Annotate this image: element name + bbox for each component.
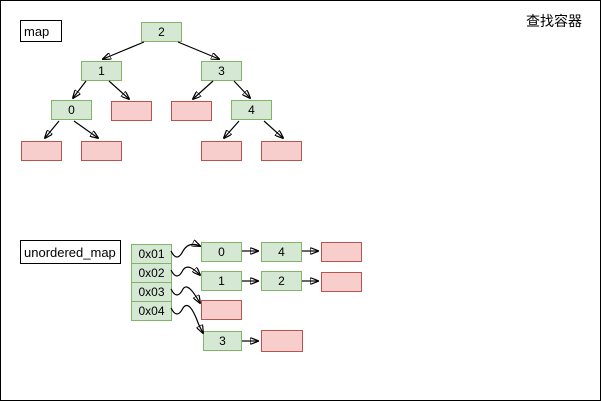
edge-4-null xyxy=(263,120,283,138)
bucket-0x02: 0x02 xyxy=(131,263,172,283)
chain-null-node xyxy=(321,242,362,262)
bucket-0x01: 0x01 xyxy=(131,244,172,264)
map-null-node xyxy=(201,141,242,161)
map-null-node xyxy=(261,141,302,161)
edge-3-4 xyxy=(233,80,250,98)
map-node-root: 2 xyxy=(141,22,182,42)
edge-bucket4-chain xyxy=(170,304,203,333)
edge-3-null xyxy=(193,80,214,99)
edge-1-null xyxy=(108,80,129,99)
edge-bucket1-chain xyxy=(170,244,200,258)
edge-bucket3-chain xyxy=(170,286,200,303)
map-node-right-right: 4 xyxy=(231,100,272,120)
map-node-left: 1 xyxy=(81,61,122,81)
edge-bucket2-chain xyxy=(170,266,200,276)
map-null-node xyxy=(21,141,62,161)
chain-node: 2 xyxy=(261,271,302,291)
chain-null-node xyxy=(321,272,362,292)
map-null-node xyxy=(81,141,122,161)
chain-null-node xyxy=(261,330,303,352)
chain-node: 4 xyxy=(261,242,302,262)
bucket-0x04: 0x04 xyxy=(131,301,172,321)
chain-node: 1 xyxy=(201,271,242,291)
map-null-node xyxy=(111,101,152,121)
edge-4-null xyxy=(224,120,240,138)
edge-0-null xyxy=(73,120,98,138)
chain-null-node xyxy=(201,300,242,320)
map-null-node xyxy=(171,101,212,121)
bucket-0x03: 0x03 xyxy=(131,282,172,302)
edge-2-1 xyxy=(103,41,145,59)
chain-node: 3 xyxy=(203,331,242,351)
map-label: map xyxy=(20,20,62,42)
unordered-map-label: unordered_map xyxy=(20,240,121,264)
edge-1-0 xyxy=(73,80,87,98)
page-title: 查找容器 xyxy=(526,13,582,29)
map-node-left-left: 0 xyxy=(51,100,92,120)
edge-0-null xyxy=(45,120,60,138)
chain-node: 0 xyxy=(201,242,242,262)
edge-2-3 xyxy=(177,41,219,59)
map-node-right: 3 xyxy=(201,61,242,81)
